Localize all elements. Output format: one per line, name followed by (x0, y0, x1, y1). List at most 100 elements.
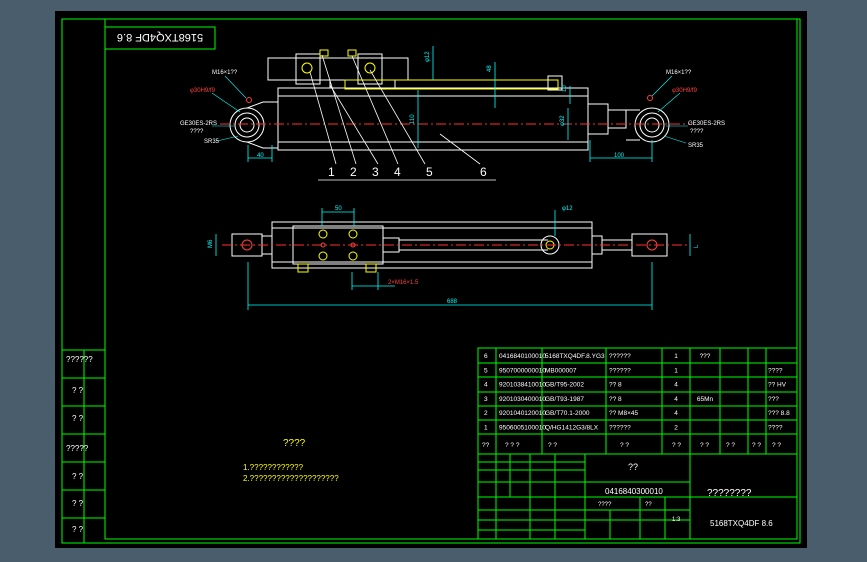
bom-cell-no: 2 (484, 410, 488, 417)
bom-cell-note: ???? (768, 367, 783, 374)
bom-header-cell: ? ? (726, 442, 735, 449)
label-left-pin: φ30H9/f9 (190, 88, 216, 94)
bom-cell-qty: 1 (674, 353, 678, 360)
bom-cell-mat: 65Mn (697, 396, 714, 403)
label-left-bearing: GE30ES-2RS (180, 121, 217, 127)
bom-cell-no: 3 (484, 396, 488, 403)
title-drawing-no: 5168TXQ4DF 8.6 (710, 519, 773, 528)
bom-cell-std: MB000007 (545, 367, 577, 374)
bom-cell-code: 9507000000010 (499, 367, 546, 374)
bom-cell-code: 9201038410010 (499, 382, 546, 389)
left-bearing-ring (234, 112, 260, 138)
left-col-3: ????? (66, 444, 89, 453)
label-right-thread: M16×1?? (666, 70, 692, 76)
callout-4: 4 (394, 165, 401, 179)
plan-dim-l: L (694, 244, 700, 248)
inner-frame (104, 18, 798, 540)
label-right-bearing: GE30ES-2RS (688, 121, 725, 127)
hose-pipe (344, 79, 559, 90)
plan-dim-thread: 2×M16×1.5 (388, 280, 419, 286)
bom-cell-note: ?? HV (768, 382, 787, 389)
right-bearing-ring (639, 112, 665, 138)
dim-40: 40 (257, 153, 264, 159)
callout-leaders (309, 54, 496, 181)
bom-cell-qty: 4 (674, 382, 678, 389)
dim-phi12: φ12 (425, 51, 431, 62)
bom-cell-std: 5168TXQ4DF.8.YG3 (545, 353, 605, 360)
callout-2: 2 (350, 165, 357, 179)
front-dimensions (247, 46, 653, 162)
left-pin-hole (239, 117, 255, 133)
dim-100: 100 (614, 153, 625, 159)
bom-cell-qty: 4 (674, 396, 678, 403)
bom-cell-note: ???? (768, 425, 783, 432)
dim-110: 110 (410, 114, 416, 124)
label-left-r: SR35 (204, 139, 220, 145)
bom-cell-name: ?????? (609, 353, 631, 360)
rod-gland (587, 103, 609, 135)
left-col-6: ? ? (72, 525, 84, 534)
plan-dim-50: 50 (335, 206, 342, 212)
label-right-r: SR35 (688, 143, 704, 149)
bom-cell-mat: ??? (700, 353, 711, 360)
bom-cell-code: 9201030400010 (499, 396, 546, 403)
left-col-1: ? ? (72, 386, 84, 395)
bom-cell-name: ?? 8 (609, 382, 622, 389)
bom-cell-qty: 1 (674, 367, 678, 374)
plan-dim-688: 688 (447, 299, 458, 305)
title-rev: ?? (645, 502, 652, 508)
bom-table-grid (477, 347, 798, 455)
callout-5: 5 (426, 165, 433, 179)
bom-cell-qty: 4 (674, 410, 678, 417)
drawing-code-mirrored: 5168TXQ4DF 8.6 (117, 31, 203, 43)
bom-cell-name: ?? 8 (609, 396, 622, 403)
bom-header-cell: ?? (482, 442, 490, 449)
left-grease-nipple (246, 97, 252, 103)
title-block-grid (477, 453, 798, 540)
title-name-cell: ?? (628, 462, 638, 472)
right-pin-hole (644, 117, 660, 133)
plan-view (231, 221, 668, 273)
label-left-bearing-note: ???? (190, 129, 204, 135)
bom-header-cell: ? ? (548, 442, 557, 449)
bom-cell-name: ?? M8×45 (609, 410, 638, 417)
bom-cell-no: 4 (484, 382, 488, 389)
left-col-2: ? ? (72, 414, 84, 423)
bom-header-cell: ? ? (620, 442, 629, 449)
bom-cell-qty: 2 (674, 425, 678, 432)
title-scale: 1:3 (672, 517, 681, 523)
bom-cell-note: ??? 8.8 (768, 410, 790, 417)
bom-cell-no: 1 (484, 425, 488, 432)
notes-line-2: 2.???????????????????? (243, 474, 339, 483)
left-col-4: ? ? (72, 472, 84, 481)
notes-title: ???? (283, 438, 306, 449)
bom-cell-code: 9201040120010 (499, 410, 546, 417)
valve-block (267, 57, 409, 81)
label-right-bearing-note: ???? (690, 129, 704, 135)
bom-header-cell: ? ? (700, 442, 709, 449)
bom-cell-name: ?????? (609, 425, 631, 432)
bom-cell-std: Q/HG1412G3/8LX (545, 425, 599, 432)
dim-phi32: φ32 (560, 115, 566, 126)
left-col-5: ? ? (72, 499, 84, 508)
bom-header-cell: ? ? (672, 442, 681, 449)
outer-frame (61, 18, 801, 544)
title-sheet: ???? (598, 502, 612, 508)
callout-1: 1 (328, 165, 335, 179)
right-grease-nipple (647, 95, 653, 101)
bom-cell-std: GB/T93-1987 (545, 396, 584, 403)
bom-cell-no: 6 (484, 353, 488, 360)
front-leaders (211, 75, 688, 144)
cylinder-barrel (277, 87, 589, 151)
bom-cell-code: 0416840100010 (499, 353, 546, 360)
bom-cell-code: 9506005100010 (499, 425, 546, 432)
bom-header-cell: ? ? (772, 442, 781, 449)
plan-dim-m6: M6 (208, 239, 214, 248)
bom-cell-note: ??? (768, 396, 779, 403)
cad-viewport[interactable] (55, 11, 807, 548)
dim-10: 10 (562, 85, 568, 92)
bom-cell-name: ?????? (609, 367, 631, 374)
title-code: 0416840300010 (605, 487, 663, 496)
